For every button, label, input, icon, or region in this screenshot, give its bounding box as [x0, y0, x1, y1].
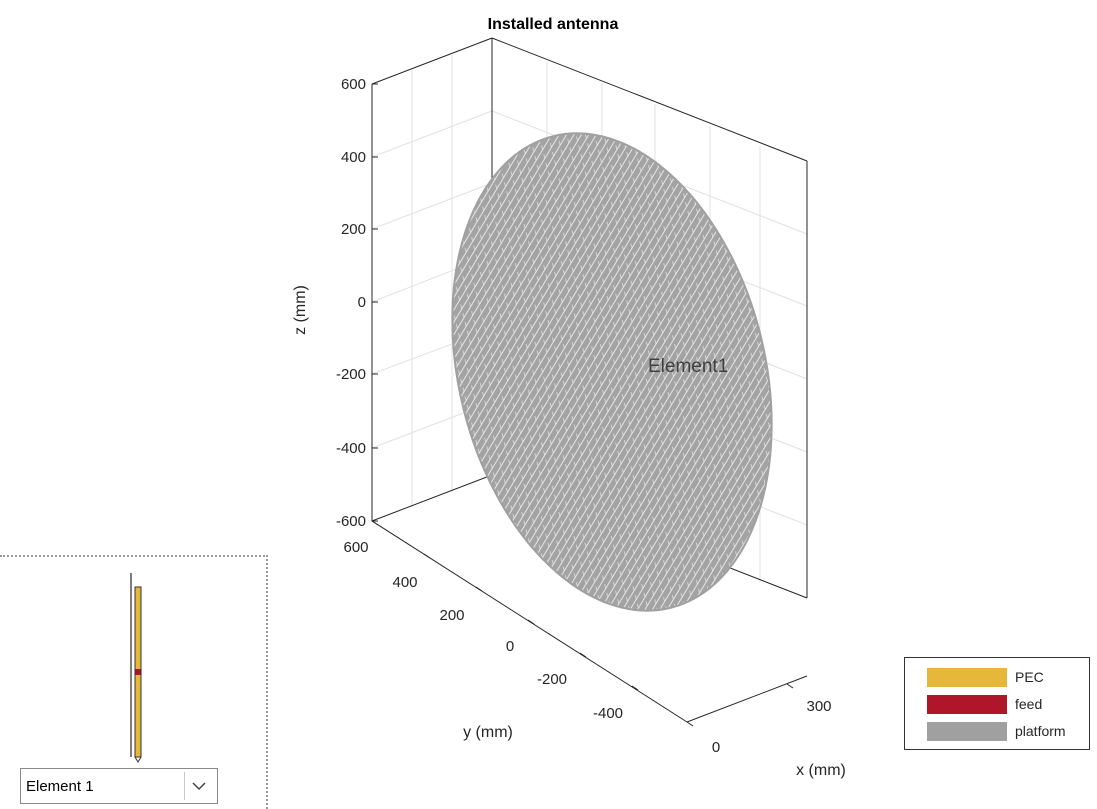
element-preview-icon: [130, 573, 142, 763]
plot-title: Installed antenna: [488, 16, 619, 33]
element-select-value: Element 1: [26, 777, 94, 795]
x-tick-label: 300: [806, 698, 831, 715]
z-tick-label: 400: [341, 149, 366, 166]
y-tick-label: 600: [343, 539, 368, 556]
platform-disc: [451, 132, 773, 612]
x-axis-ticks: 0 300: [686, 683, 832, 756]
x-axis-label: x (mm): [796, 762, 846, 779]
y-axis-label: y (mm): [463, 724, 513, 741]
y-axis-ticks: 600 400 200 0 -200 -400: [343, 520, 639, 722]
element-preview-panel: [0, 555, 268, 809]
y-tick-label: 0: [506, 638, 514, 655]
x-tick-label: 0: [712, 739, 720, 756]
element-select-dropdown[interactable]: Element 1: [20, 768, 218, 804]
y-tick-label: -200: [537, 671, 567, 688]
y-tick-label: 200: [439, 607, 464, 624]
z-tick-label: -400: [336, 440, 366, 457]
z-axis-label: z (mm): [292, 285, 309, 335]
chevron-down-icon[interactable]: [184, 772, 213, 800]
z-tick-label: 0: [358, 294, 366, 311]
legend-item-pec: PEC: [927, 667, 1044, 687]
element-label: Element1: [648, 356, 728, 377]
y-tick-label: -400: [593, 705, 623, 722]
platform-swatch: [927, 721, 1007, 741]
legend-label: feed: [1015, 696, 1043, 712]
z-tick-label: -600: [336, 513, 366, 530]
legend-label: PEC: [1015, 669, 1044, 685]
legend-label: platform: [1015, 723, 1066, 739]
feed-swatch: [927, 694, 1007, 714]
legend: PEC feed platform: [904, 657, 1090, 750]
legend-item-platform: platform: [927, 721, 1066, 741]
pec-swatch: [927, 667, 1007, 687]
z-tick-label: 600: [341, 76, 366, 93]
legend-item-feed: feed: [927, 694, 1042, 714]
z-axis-ticks: 600 400 200 0 -200 -400 -600: [336, 76, 378, 530]
y-tick-label: 400: [392, 574, 417, 591]
z-tick-label: -200: [336, 366, 366, 383]
z-tick-label: 200: [341, 221, 366, 238]
